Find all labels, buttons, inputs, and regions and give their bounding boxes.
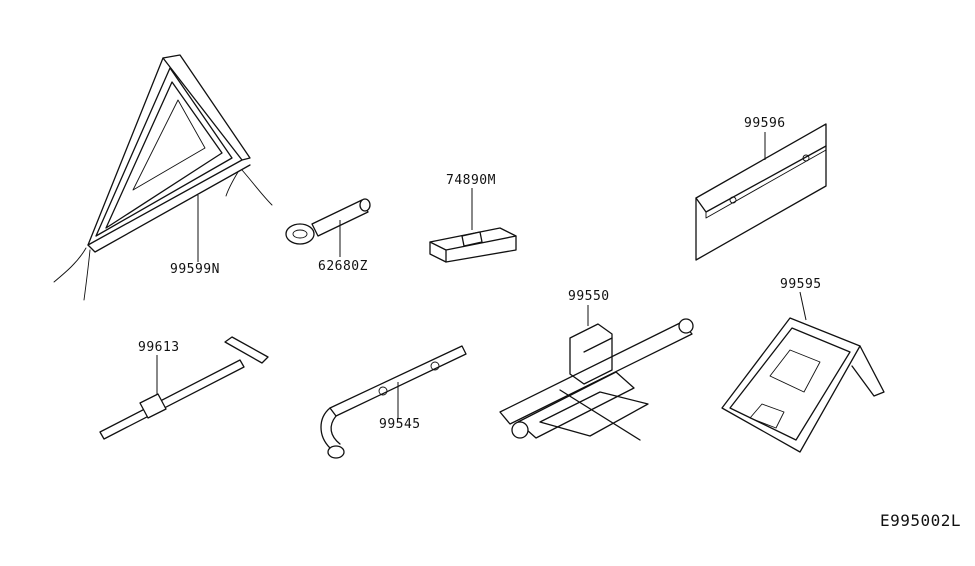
jack-mount-drawing xyxy=(429,188,517,263)
scissor-jack-drawing xyxy=(499,305,694,441)
part-number-tool-bag: 99596 xyxy=(744,116,786,131)
part-number-tow-hook: 62680Z xyxy=(318,259,368,274)
wheel-wrench-drawing xyxy=(320,345,467,459)
tow-hook-drawing xyxy=(285,198,371,257)
jack-handle-drawing xyxy=(99,336,269,440)
part-number-jack-handle: 99613 xyxy=(138,340,180,355)
part-number-jack-mount: 74890M xyxy=(446,173,496,188)
part-number-wheel-wrench: 99545 xyxy=(379,417,421,432)
warning-triangle-drawing xyxy=(53,54,273,301)
part-number-scissor-jack: 99550 xyxy=(568,289,610,304)
wheel-chock-drawing xyxy=(721,291,885,453)
diagram-reference-code: E995002L xyxy=(880,511,961,530)
tool-bag-drawing xyxy=(695,123,827,261)
part-number-wheel-chock: 99595 xyxy=(780,277,822,292)
part-number-warning-triangle: 99599N xyxy=(170,262,220,277)
